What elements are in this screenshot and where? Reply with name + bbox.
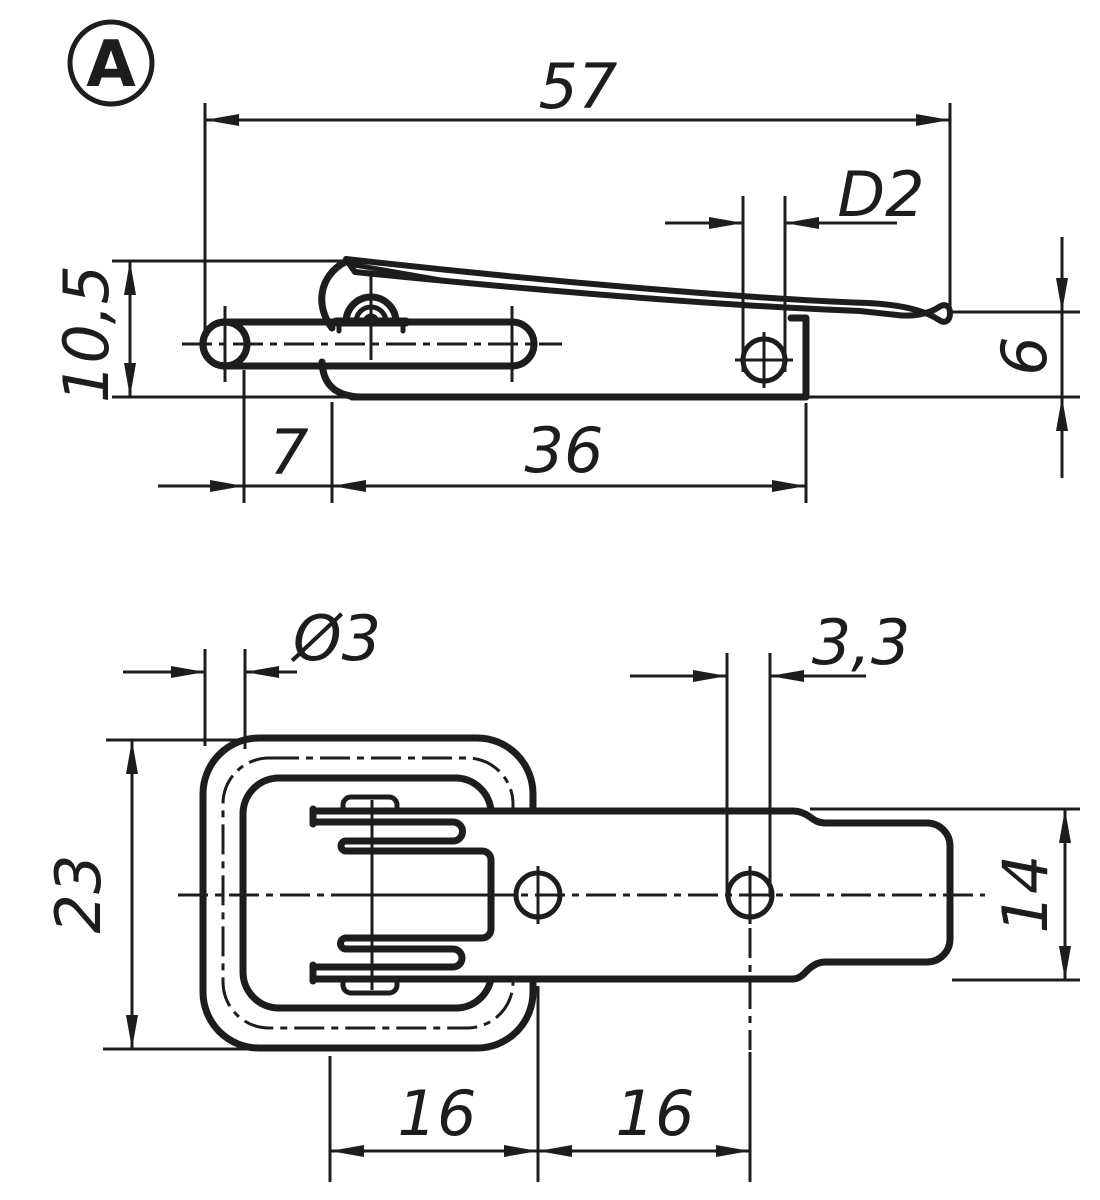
bail-inner bbox=[239, 774, 495, 1012]
side-view-dimensions bbox=[124, 114, 1068, 492]
side-view: 57 D2 10,5 6 7 36 bbox=[50, 50, 1080, 503]
view-label-text: A bbox=[86, 28, 136, 102]
top-tab-bump bbox=[340, 794, 400, 815]
dim-body-width: 23 bbox=[42, 855, 115, 934]
dim-hole-diameter: 3,3 bbox=[812, 606, 911, 679]
dim-hole-spacing-rear: 16 bbox=[616, 1077, 695, 1150]
dim-body-to-hole: 36 bbox=[525, 414, 604, 487]
side-view-extension-lines bbox=[112, 103, 1080, 503]
dim-wire-diameter: Ø3 bbox=[290, 602, 381, 675]
dim-pin-to-body: 7 bbox=[269, 416, 308, 489]
dim-strap-width: 14 bbox=[989, 855, 1062, 934]
plan-view: Ø3 3,3 23 14 16 16 bbox=[42, 602, 1080, 1182]
bottom-tab-bump bbox=[340, 975, 400, 996]
view-label-circle bbox=[67, 19, 155, 107]
dim-hole-spacing-front: 16 bbox=[398, 1077, 477, 1150]
view-label-badge: A bbox=[67, 19, 155, 107]
hinge-rivet-dome bbox=[331, 276, 411, 360]
plan-view-dimensions bbox=[123, 666, 1071, 1157]
dim-front-height: 10,5 bbox=[50, 265, 123, 403]
hinge-knuckle-arc bbox=[318, 258, 349, 332]
dim-end-height: 6 bbox=[988, 336, 1061, 375]
spring-lever bbox=[343, 256, 953, 325]
bail-outer bbox=[199, 734, 537, 1052]
dim-overall-length: 57 bbox=[539, 50, 618, 123]
lever-fold-edge bbox=[346, 261, 455, 285]
dim-slot-hole: D2 bbox=[837, 158, 924, 231]
strap-outline bbox=[309, 807, 954, 983]
